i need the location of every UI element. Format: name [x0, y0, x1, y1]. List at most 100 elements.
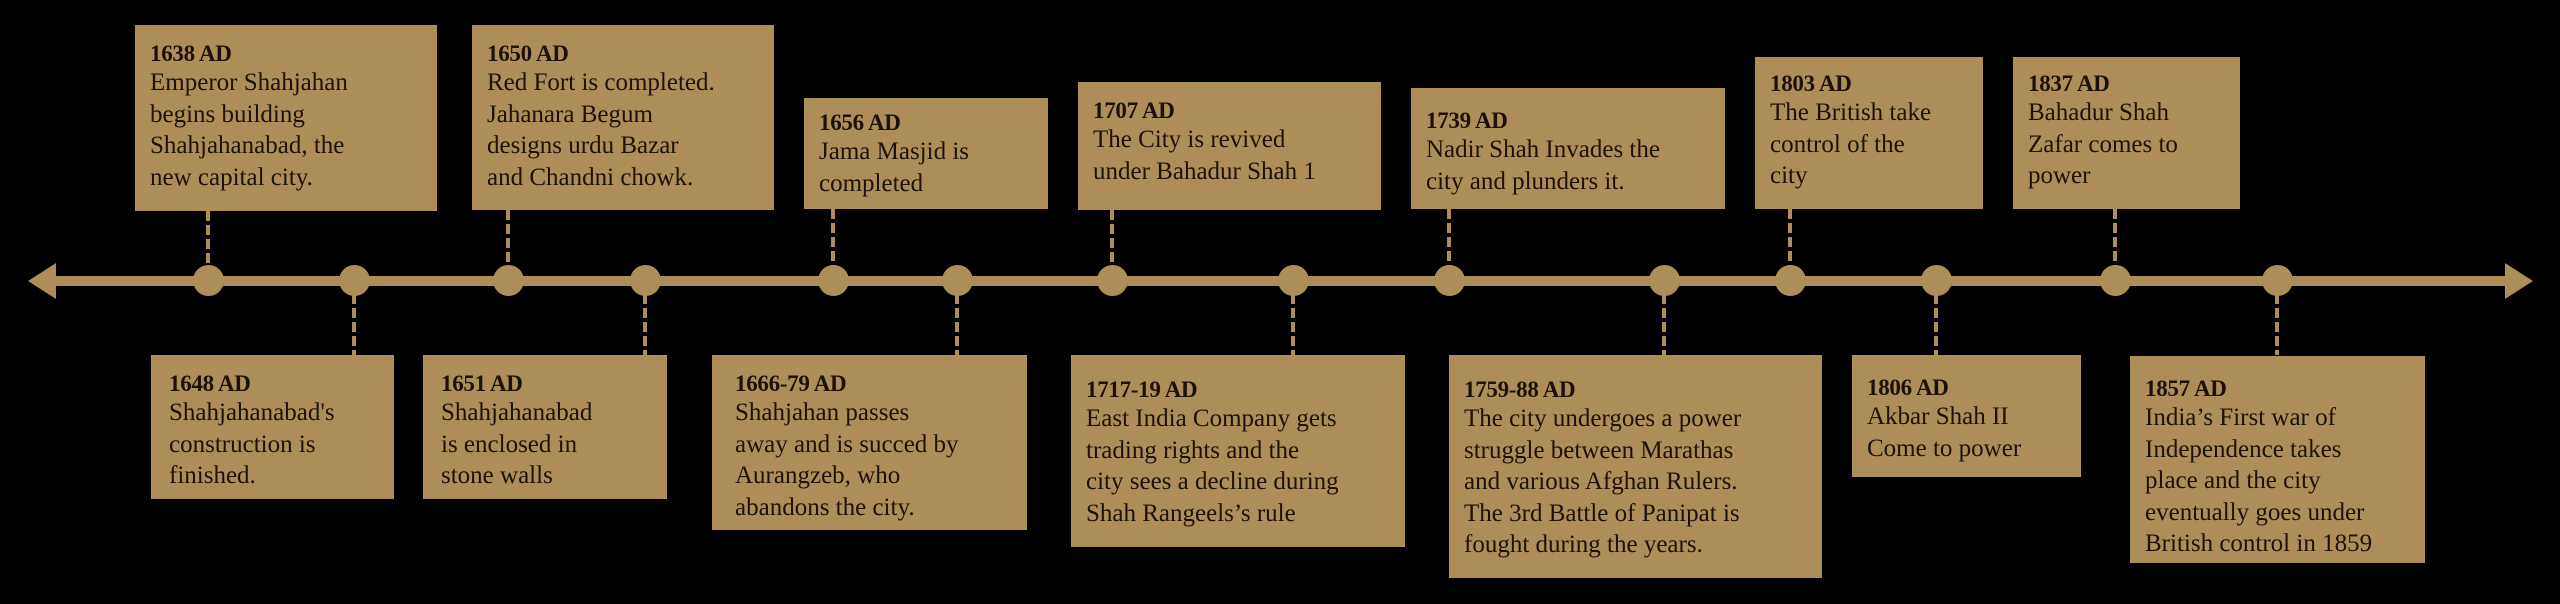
connector-1837 — [2113, 209, 2117, 267]
event-description: Akbar Shah II Come to power — [1867, 401, 2065, 464]
desc-line: under Bahadur Shah 1 — [1093, 157, 1316, 185]
desc-line: designs urdu Bazar — [487, 132, 679, 159]
desc-line: and Chandni chowk. — [487, 163, 694, 191]
desc-line: Zafar comes to — [2028, 130, 2178, 158]
event-description: Shahjahanabad is enclosed in stone walls — [441, 397, 651, 492]
desc-line: finished. — [169, 462, 256, 489]
event-year: 1656 AD — [819, 110, 901, 135]
event-description: The city undergoes a power struggle betw… — [1464, 403, 1806, 561]
connector-1759 — [1662, 294, 1666, 355]
event-card-1656: 1656 AD Jama Masjid is completed — [804, 98, 1048, 209]
timeline-dot-1803 — [1775, 265, 1806, 296]
event-card-1759: 1759-88 AD The city undergoes a power st… — [1449, 355, 1822, 578]
desc-line: city and plunders it. — [1426, 167, 1625, 195]
desc-line: Emperor Shahjahan — [150, 69, 348, 96]
event-card-1648: 1648 AD Shahjahanabad's construction is … — [151, 355, 394, 499]
desc-line: Nadir Shah Invades the — [1426, 136, 1660, 163]
desc-line: completed — [819, 169, 924, 197]
desc-line: fought during the years. — [1464, 531, 1703, 558]
desc-line: struggle between Marathas — [1464, 436, 1734, 464]
connector-1707 — [1110, 210, 1114, 267]
connector-1803 — [1788, 209, 1792, 267]
timeline-dot-1806 — [1921, 265, 1952, 296]
event-description: Red Fort is completed. Jahanara Begum de… — [487, 67, 758, 193]
timeline-dot-1707 — [1097, 265, 1128, 296]
desc-line: The city undergoes a power — [1464, 405, 1742, 432]
timeline-dot-1717 — [1278, 265, 1309, 296]
event-card-1803: 1803 AD The British take control of the … — [1755, 57, 1983, 209]
event-description: The City is revived under Bahadur Shah 1 — [1093, 124, 1365, 187]
event-description: India’s First war of Independence takes … — [2145, 402, 2409, 560]
connector-1857 — [2275, 294, 2279, 355]
desc-line: Independence takes — [2145, 435, 2342, 463]
connector-1656 — [831, 209, 835, 267]
event-card-1666: 1666-79 AD Shahjahan passes away and is … — [712, 355, 1027, 530]
desc-line: India’s First war of — [2145, 404, 2336, 431]
event-card-1806: 1806 AD Akbar Shah II Come to power — [1852, 355, 2081, 477]
event-description: Jama Masjid is completed — [819, 136, 1032, 199]
event-card-1650: 1650 AD Red Fort is completed. Jahanara … — [472, 25, 774, 210]
desc-line: Jama Masjid is — [819, 138, 969, 165]
desc-line: Red Fort is completed. — [487, 69, 715, 96]
event-year: 1707 AD — [1093, 98, 1175, 123]
desc-line: Shahjahanabad — [441, 399, 593, 426]
desc-line: Shahjahan passes — [735, 399, 910, 426]
event-card-1707: 1707 AD The City is revived under Bahadu… — [1078, 82, 1381, 210]
event-year: 1650 AD — [487, 41, 569, 66]
desc-line: eventually goes under — [2145, 498, 2365, 526]
desc-line: Aurangzeb, who — [735, 462, 901, 489]
desc-line: Shahjahanabad's — [169, 399, 335, 426]
timeline-dot-1666 — [942, 265, 973, 296]
connector-1651 — [643, 294, 647, 355]
desc-line: British control in 1859 — [2145, 530, 2373, 557]
event-card-1638: 1638 AD Emperor Shahjahan begins buildin… — [135, 25, 437, 211]
desc-line: power — [2028, 162, 2091, 189]
timeline-dot-1857 — [2262, 265, 2293, 296]
event-year: 1717-19 AD — [1086, 377, 1198, 402]
event-card-1857: 1857 AD India’s First war of Independenc… — [2130, 356, 2425, 563]
desc-line: and various Afghan Rulers. — [1464, 468, 1738, 495]
timeline-dot-1656 — [818, 265, 849, 296]
event-year: 1638 AD — [150, 41, 232, 66]
desc-line: Shahjahanabad, the — [150, 132, 345, 159]
desc-line: Akbar Shah II — [1867, 403, 2009, 430]
arrow-right-icon — [2505, 263, 2533, 299]
connector-1650 — [506, 210, 510, 267]
desc-line: construction is — [169, 430, 316, 458]
event-card-1837: 1837 AD Bahadur Shah Zafar comes to powe… — [2013, 57, 2240, 209]
timeline-dot-1759 — [1649, 265, 1680, 296]
arrow-left-icon — [28, 263, 56, 299]
connector-1717 — [1291, 294, 1295, 355]
desc-line: new capital city. — [150, 163, 313, 191]
event-description: The British take control of the city — [1770, 97, 1967, 192]
desc-line: Shah Rangeels’s rule — [1086, 499, 1296, 527]
event-year: 1648 AD — [169, 371, 251, 396]
connector-1739 — [1447, 209, 1451, 267]
event-description: Shahjahan passes away and is succed by A… — [735, 397, 1011, 523]
desc-line: The City is revived — [1093, 126, 1286, 153]
desc-line: trading rights and the — [1086, 436, 1300, 464]
timeline-dot-1837 — [2100, 265, 2131, 296]
desc-line: Jahanara Begum — [487, 100, 653, 128]
event-card-1739: 1739 AD Nadir Shah Invades the city and … — [1411, 88, 1725, 209]
desc-line: East India Company gets — [1086, 405, 1337, 432]
timeline-dot-1638 — [193, 265, 224, 296]
timeline-dot-1648 — [339, 265, 370, 296]
event-year: 1803 AD — [1770, 71, 1852, 96]
timeline-dot-1651 — [630, 265, 661, 296]
event-year: 1666-79 AD — [735, 371, 847, 396]
event-description: Shahjahanabad's construction is finished… — [169, 397, 378, 492]
event-description: Bahadur Shah Zafar comes to power — [2028, 97, 2224, 192]
timeline-dot-1739 — [1434, 265, 1465, 296]
event-card-1651: 1651 AD Shahjahanabad is enclosed in sto… — [423, 355, 667, 499]
event-year: 1651 AD — [441, 371, 523, 396]
desc-line: begins building — [150, 100, 305, 128]
timeline-dot-1650 — [493, 265, 524, 296]
desc-line: away and is succed by — [735, 430, 959, 458]
event-year: 1759-88 AD — [1464, 377, 1576, 402]
event-description: Emperor Shahjahan begins building Shahja… — [150, 67, 421, 193]
event-card-1717: 1717-19 AD East India Company gets tradi… — [1071, 355, 1405, 547]
desc-line: stone walls — [441, 462, 553, 489]
desc-line: place and the city — [2145, 467, 2321, 494]
connector-1806 — [1934, 294, 1938, 355]
